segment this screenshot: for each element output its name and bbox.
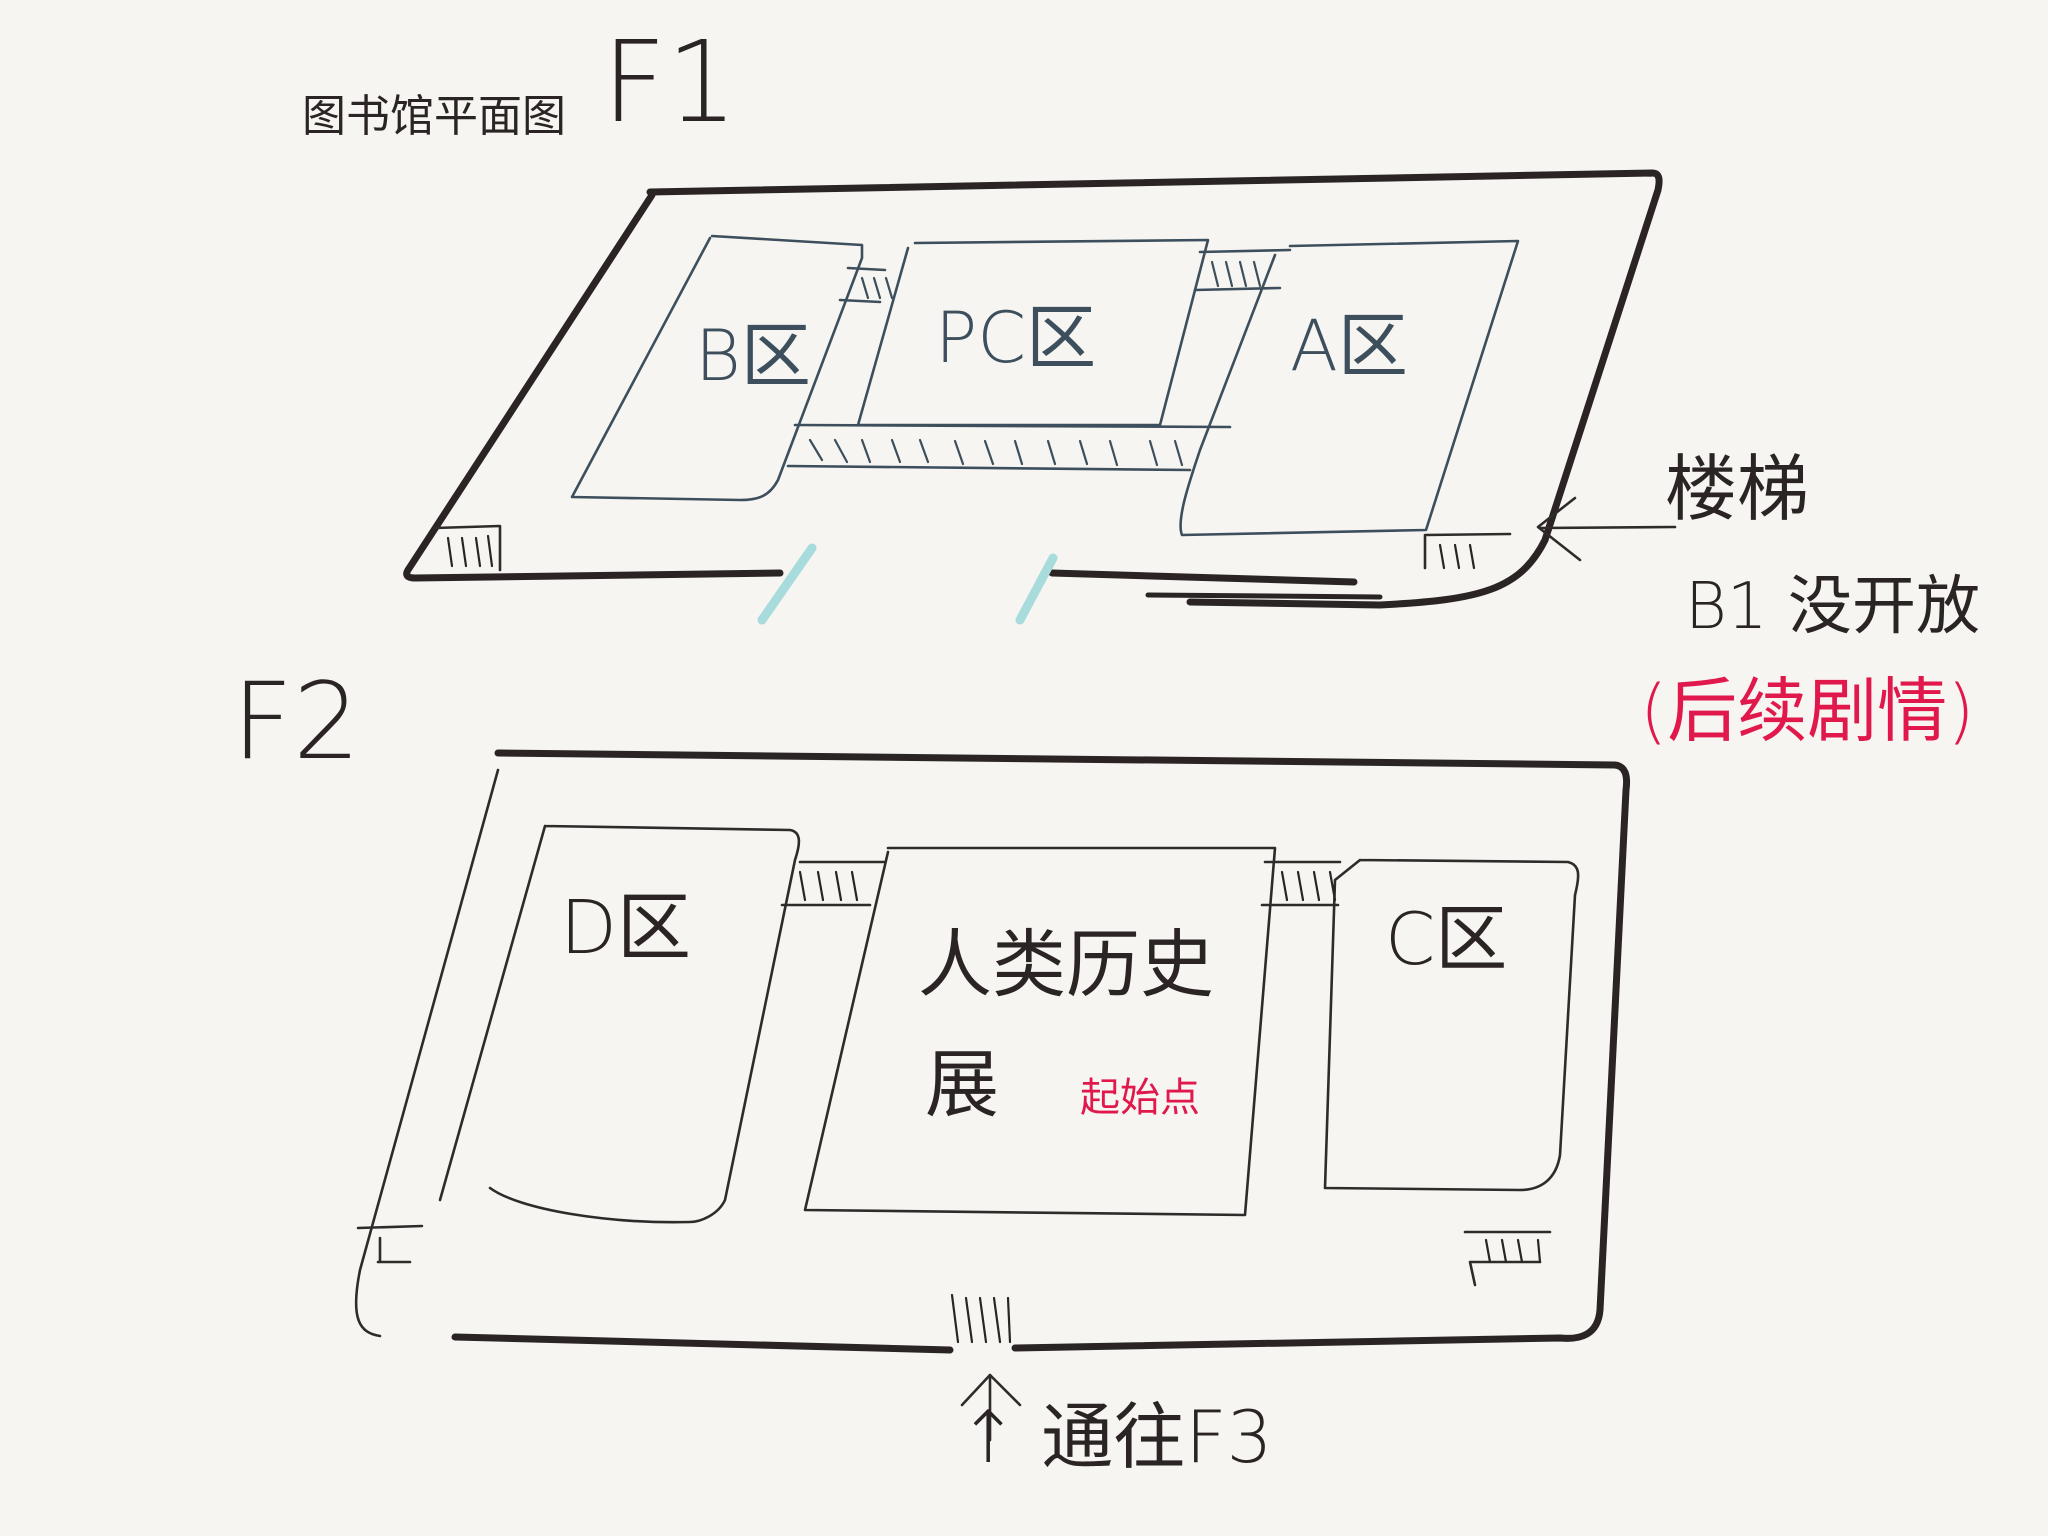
stairs-label: 楼梯 <box>1665 447 1810 531</box>
f2-stairs-left <box>356 1224 424 1264</box>
start-point-label: 起始点 <box>1080 1075 1200 1121</box>
f1-pc-zone-label: PC区 <box>935 297 1097 379</box>
f1-corridor-right <box>1193 248 1292 292</box>
to-f3-label: ↑ 通往F3 <box>958 1395 1273 1479</box>
f2-floor-outline <box>354 749 1631 1354</box>
f2-history-exhibit-label-line1: 人类历史 <box>918 922 1214 1008</box>
library-floor-plan-title: 图书馆平面图 <box>302 91 566 142</box>
f2-corridor-left <box>780 860 887 907</box>
f2-d-zone-room <box>438 824 801 1224</box>
f1-a-zone-label: A区 <box>1290 305 1408 387</box>
f1-corridor-bottom <box>786 423 1232 472</box>
f1-a-zone-room <box>1179 239 1520 537</box>
b1-not-open-note: B1 没开放 <box>1685 570 1980 644</box>
stairs-arrow <box>1536 496 1677 562</box>
f1-floor-label: F1 <box>602 18 738 148</box>
f2-stairs-up-to-f3 <box>950 1293 1012 1344</box>
f1-b-zone-label: B区 <box>695 315 811 397</box>
f2-c-zone-label: C区 <box>1385 897 1508 981</box>
f2-corridor-right <box>1260 860 1342 907</box>
f1-door-left <box>757 543 817 625</box>
up-arrow-icon <box>960 1373 1022 1442</box>
f1-door-right <box>1015 553 1058 625</box>
f2-history-exhibit-label-line2: 展 <box>925 1042 999 1128</box>
f1-stairs-right <box>1423 532 1512 570</box>
f1-b-zone-room <box>570 234 864 502</box>
f2-d-zone-label: D区 <box>560 885 691 971</box>
f1-floor-outline <box>403 169 1663 609</box>
f2-c-zone-room <box>1323 858 1580 1192</box>
f2-stairs-right <box>1463 1230 1552 1287</box>
f2-history-exhibit-room <box>803 846 1277 1217</box>
later-plot-note: (后续剧情) <box>1640 670 1975 752</box>
f1-corridor-left <box>838 266 894 304</box>
f2-floor-label: F2 <box>232 660 361 783</box>
f1-stairs-left <box>433 524 502 572</box>
f1-entrance-doors <box>757 543 1058 625</box>
f1-pc-zone-room <box>856 238 1210 427</box>
